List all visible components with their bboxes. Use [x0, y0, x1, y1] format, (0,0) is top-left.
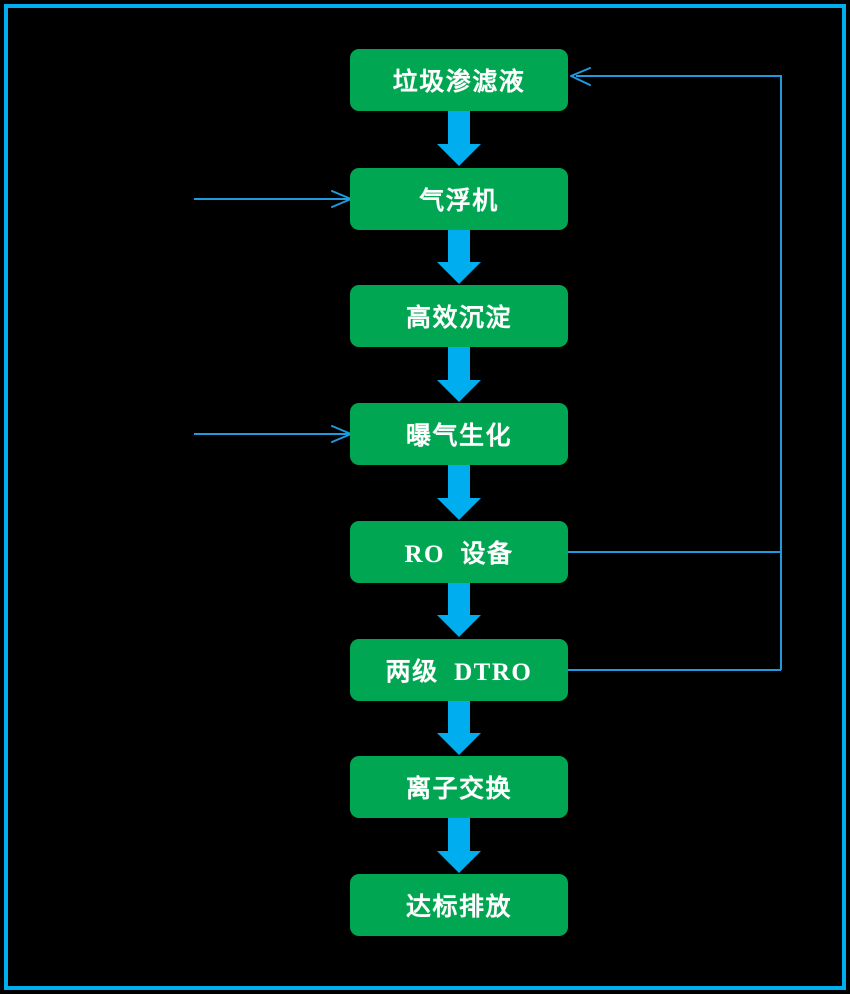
flow-arrow-down-7	[435, 818, 483, 874]
flow-arrow-down-6	[435, 700, 483, 756]
flow-arrow-down-4	[435, 465, 483, 521]
node-two-stage-dtro[interactable]: 两级 DTRO	[350, 639, 568, 701]
flow-arrow-down-2	[435, 229, 483, 285]
node-compliant-discharge[interactable]: 达标排放	[350, 874, 568, 936]
node-ion-exchange[interactable]: 离子交换	[350, 756, 568, 818]
node-settling[interactable]: 高效沉淀	[350, 285, 568, 347]
inlet-arrow-flotation	[194, 190, 356, 208]
flow-arrow-down-1	[435, 111, 483, 167]
node-ro-equipment[interactable]: RO 设备	[350, 521, 568, 583]
flow-arrow-down-3	[435, 347, 483, 403]
flow-arrow-down-5	[435, 582, 483, 638]
node-leachate[interactable]: 垃圾渗滤液	[350, 49, 568, 111]
inlet-arrow-aeration	[194, 425, 356, 443]
node-flotation[interactable]: 气浮机	[350, 168, 568, 230]
diagram-frame-border	[4, 4, 846, 990]
node-aeration[interactable]: 曝气生化	[350, 403, 568, 465]
